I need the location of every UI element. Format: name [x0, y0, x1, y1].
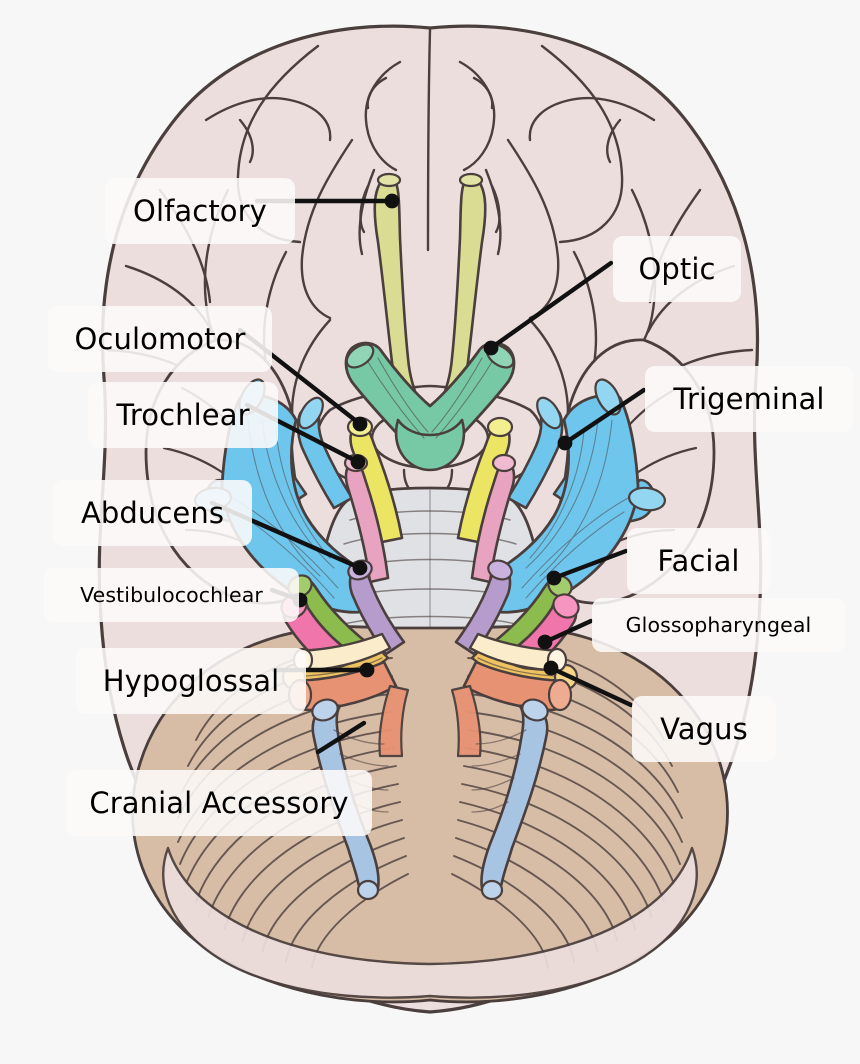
label-oculomotor[interactable]: Oculomotor: [48, 306, 272, 372]
label-cranial_accessory[interactable]: Cranial Accessory: [66, 770, 372, 836]
label-facial-text: Facial: [657, 543, 740, 578]
facial-leader: [551, 548, 629, 581]
vagus-leader: [548, 665, 634, 708]
facial-leader-endpoint: [546, 570, 562, 586]
label-trigeminal[interactable]: Trigeminal: [645, 366, 853, 432]
label-vagus-text: Vagus: [660, 711, 748, 746]
label-hypoglossal[interactable]: Hypoglossal: [76, 648, 306, 714]
optic-nerve: [344, 341, 516, 472]
label-optic-text: Optic: [638, 251, 716, 286]
trochlear-leader-endpoint: [350, 454, 366, 470]
cerebellum: [131, 625, 729, 1004]
glossopharyngeal-leader-endpoint: [537, 634, 553, 650]
label-vestibulocochlear[interactable]: Vestibulocochlear: [44, 568, 299, 622]
label-olfactory-text: Olfactory: [133, 193, 267, 228]
label-glossopharyngeal-text: Glossopharyngeal: [625, 612, 812, 637]
label-olfactory[interactable]: Olfactory: [105, 178, 295, 244]
trigeminal-leader-endpoint: [557, 435, 573, 451]
trigeminal-leader: [562, 387, 647, 446]
label-glossopharyngeal[interactable]: Glossopharyngeal: [592, 598, 845, 652]
label-facial[interactable]: Facial: [627, 528, 770, 594]
optic-leader-endpoint: [483, 340, 499, 356]
label-hypoglossal-text: Hypoglossal: [102, 663, 280, 698]
label-vestibulocochlear-text: Vestibulocochlear: [80, 582, 263, 607]
label-trochlear-text: Trochlear: [116, 397, 250, 432]
label-cranial_accessory-text: Cranial Accessory: [89, 785, 349, 820]
glossopharyngeal-leader: [542, 618, 594, 645]
label-abducens-text: Abducens: [80, 495, 225, 530]
optic-leader: [488, 260, 614, 351]
hypoglossal-leader-endpoint: [359, 662, 375, 678]
label-oculomotor-text: Oculomotor: [74, 321, 246, 356]
cranial-accessory-leader: [315, 720, 367, 755]
label-abducens[interactable]: Abducens: [53, 480, 252, 546]
oculomotor-leader-endpoint: [352, 416, 368, 432]
label-trigeminal-text: Trigeminal: [673, 381, 825, 416]
label-vagus[interactable]: Vagus: [632, 696, 776, 762]
label-optic[interactable]: Optic: [613, 236, 741, 302]
olfactory-leader-endpoint: [384, 193, 400, 209]
label-trochlear[interactable]: Trochlear: [88, 382, 278, 448]
oculomotor-nerve: [346, 416, 514, 544]
abducens-leader-endpoint: [352, 560, 368, 576]
vagus-leader-endpoint: [543, 660, 559, 676]
